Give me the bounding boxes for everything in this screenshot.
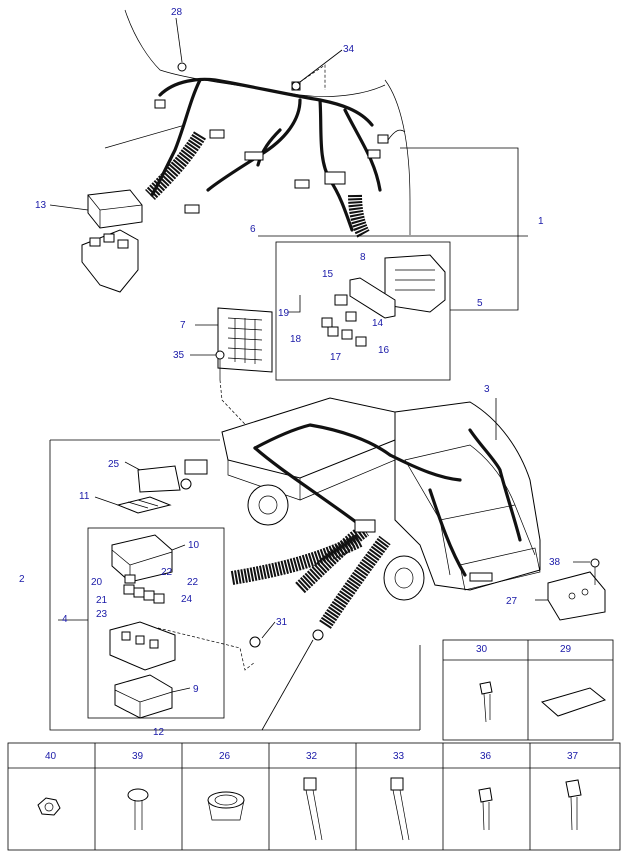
callout-28: 28 — [171, 7, 183, 18]
callout-22a: 22 — [161, 567, 173, 578]
relay-block-8 — [349, 254, 446, 319]
table-cell-37: 37 — [567, 751, 579, 762]
callout-2: 2 — [19, 574, 25, 585]
cable-tie-33 — [390, 777, 410, 841]
screw-39 — [127, 788, 149, 830]
label-plate-7 — [217, 307, 273, 373]
callout-23: 23 — [96, 609, 108, 620]
relay-box-13 — [87, 189, 143, 229]
callout-8: 8 — [360, 252, 366, 263]
parts-table-bottom — [7, 742, 621, 851]
table-cell-40: 40 — [45, 751, 57, 762]
cable-tie-32 — [303, 777, 323, 841]
callout-20: 20 — [91, 577, 103, 588]
callout-1: 1 — [538, 216, 544, 227]
callout-labels: 28 34 13 1 6 8 15 19 14 5 7 18 16 17 35 … — [19, 7, 579, 762]
table-cell-26: 26 — [219, 751, 231, 762]
group-4-box — [87, 527, 225, 719]
main-harness-illustration — [104, 9, 411, 239]
junction-block-6 — [81, 229, 139, 293]
callout-15: 15 — [322, 269, 334, 280]
nut-40 — [37, 797, 61, 816]
bolt-36 — [478, 787, 493, 831]
fuses-21-24 — [123, 574, 165, 604]
nut-31 — [249, 636, 261, 648]
callout-29: 29 — [560, 644, 572, 655]
callout-6: 6 — [250, 224, 256, 235]
callout-22b: 22 — [187, 577, 199, 588]
callout-9: 9 — [193, 684, 199, 695]
grommet-12 — [261, 629, 324, 731]
bracket-27 — [547, 571, 606, 621]
callout-10: 10 — [188, 540, 200, 551]
table-cell-32: 32 — [306, 751, 318, 762]
callout-19: 19 — [278, 308, 290, 319]
bolt-30 — [479, 681, 493, 723]
relay-detail-box — [275, 241, 451, 381]
bolt-35 — [215, 350, 225, 380]
relays-14-19 — [321, 294, 367, 347]
callout-38: 38 — [549, 557, 561, 568]
bolt-34 — [291, 64, 326, 91]
pad-29 — [540, 687, 607, 717]
callout-34: 34 — [343, 44, 355, 55]
callout-14: 14 — [372, 318, 384, 329]
callout-7: 7 — [180, 320, 186, 331]
callout-16: 16 — [378, 345, 390, 356]
callout-35: 35 — [173, 350, 185, 361]
callout-12: 12 — [153, 727, 165, 738]
parts-table-upper — [442, 639, 614, 741]
truck-illustration — [221, 397, 541, 629]
callout-5: 5 — [477, 298, 483, 309]
callout-4: 4 — [62, 614, 68, 625]
grommet-26 — [207, 791, 245, 821]
fuse-box-body — [109, 621, 176, 671]
connector-25 — [137, 459, 208, 493]
callout-27: 27 — [506, 596, 518, 607]
callout-17: 17 — [330, 352, 342, 363]
table-cell-36: 36 — [480, 751, 492, 762]
bolt-37 — [565, 779, 582, 831]
label-11 — [116, 496, 172, 514]
group-2-bracket — [49, 439, 421, 731]
fuse-box-lower-9 — [114, 674, 173, 719]
group-1-bracket — [400, 147, 519, 311]
callout-18: 18 — [290, 334, 302, 345]
leader-lines — [49, 17, 590, 693]
callout-11: 11 — [79, 491, 90, 502]
callout-25: 25 — [108, 459, 120, 470]
table-cell-33: 33 — [393, 751, 405, 762]
callout-24: 24 — [181, 594, 193, 605]
fuse-box-cover-10 — [111, 534, 173, 583]
callout-21: 21 — [96, 595, 108, 606]
callout-3: 3 — [484, 384, 490, 395]
callout-31: 31 — [276, 617, 288, 628]
callout-13: 13 — [35, 200, 47, 211]
table-cell-39: 39 — [132, 751, 144, 762]
bolt-38 — [590, 558, 600, 585]
callout-30: 30 — [476, 644, 488, 655]
